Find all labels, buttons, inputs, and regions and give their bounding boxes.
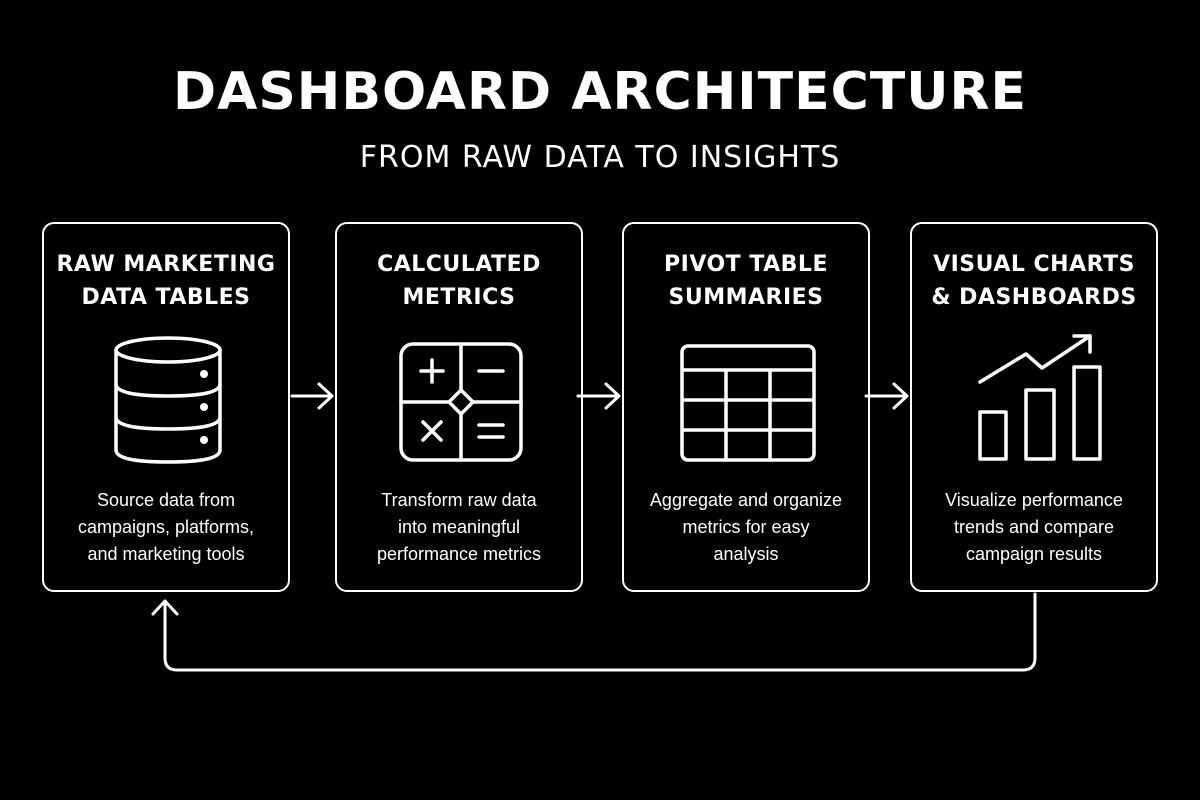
stage-card-raw-data: RAW MARKETING DATA TABLES Source data fr…: [42, 222, 290, 592]
stage-description: Transform raw data into meaningful perfo…: [376, 490, 542, 564]
stage-title: CALCULATED METRICS: [377, 252, 541, 310]
stage-title: RAW MARKETING DATA TABLES: [56, 252, 276, 310]
diagram-title: DASHBOARD ARCHITECTURE: [172, 62, 1028, 122]
stage-description: Aggregate and organize metrics for easy …: [649, 490, 843, 564]
stage-description: Source data from campaigns, platforms, a…: [77, 490, 255, 564]
arrow-right-icon: [576, 382, 621, 410]
arrow-right-icon: [290, 382, 334, 410]
stage-card-visual-charts: VISUAL CHARTS & DASHBOARDS Visualize per…: [910, 222, 1158, 592]
stage-card-pivot-table: PIVOT TABLE SUMMARIES Aggregate and orga…: [622, 222, 870, 592]
stage-card-calculated-metrics: CALCULATED METRICS Transform raw data in…: [335, 222, 583, 592]
feedback-loop-arrow-icon: [151, 592, 1037, 672]
stage-title: VISUAL CHARTS & DASHBOARDS: [931, 252, 1137, 310]
arrow-right-icon: [864, 382, 909, 410]
stage-title: PIVOT TABLE SUMMARIES: [664, 252, 828, 310]
diagram-subtitle: FROM RAW DATA TO INSIGHTS: [359, 140, 841, 175]
calculator-icon: [399, 342, 523, 462]
database-icon: [114, 336, 222, 464]
bar-chart-trend-icon: [978, 334, 1102, 461]
table-grid-icon: [680, 344, 816, 462]
stage-description: Visualize performance trends and compare…: [945, 490, 1123, 564]
